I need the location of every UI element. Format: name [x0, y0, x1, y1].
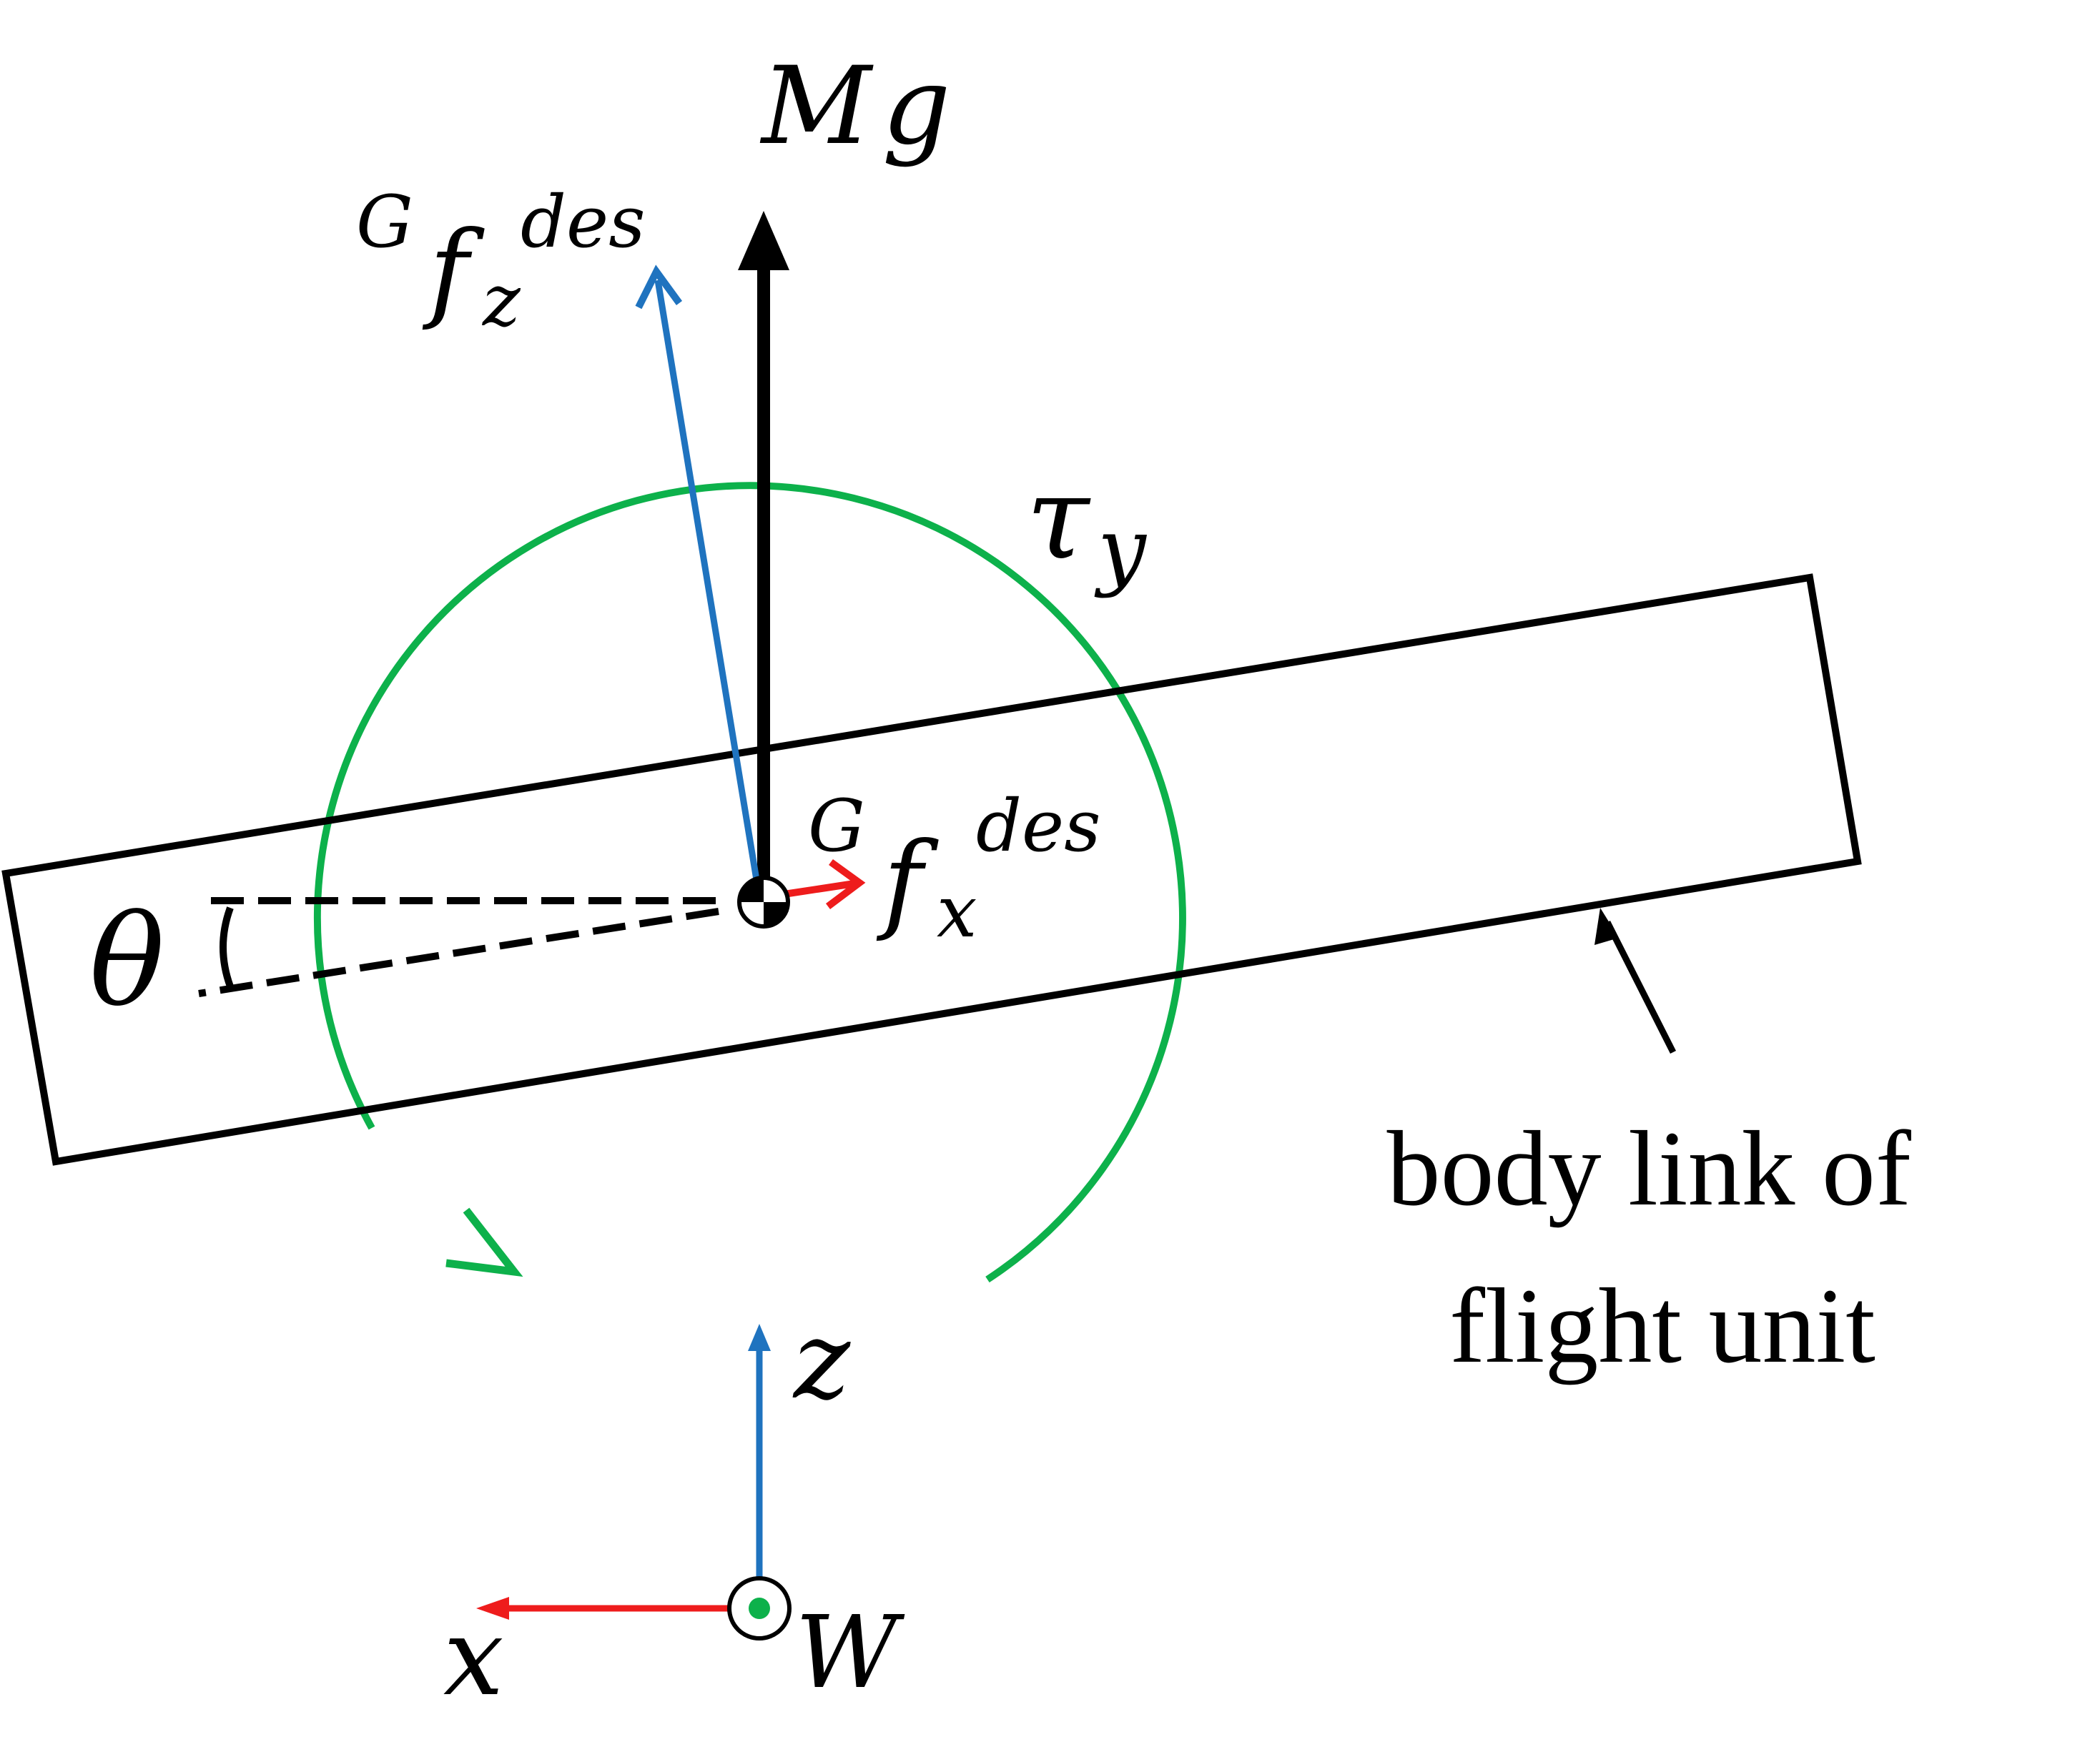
world-z-axis-arrow [748, 1324, 771, 1598]
torque-arc [313, 482, 1186, 1283]
world-x-axis-arrow [476, 1597, 728, 1620]
desired-force-z-label: G f z des [356, 180, 646, 342]
theta-label: θ [89, 889, 164, 1034]
theta-reference-lines [198, 897, 719, 997]
body-link-rectangle [1, 573, 1862, 1166]
desired-force-x-label: G f x des [808, 784, 1101, 954]
world-z-label: z [792, 1299, 851, 1423]
body-link-pointer-arrow [1594, 908, 1677, 1054]
center-of-gravity-icon [737, 876, 790, 929]
torque-label: τ y [1026, 451, 1148, 600]
world-origin-icon [727, 1576, 792, 1640]
gravity-arrow [738, 211, 789, 902]
world-x-label: x [443, 1595, 504, 1720]
body-link-caption: body link of flight unit [1387, 1109, 1938, 1385]
desired-force-z-arrow [635, 264, 763, 898]
world-frame-label: W [795, 1595, 905, 1711]
